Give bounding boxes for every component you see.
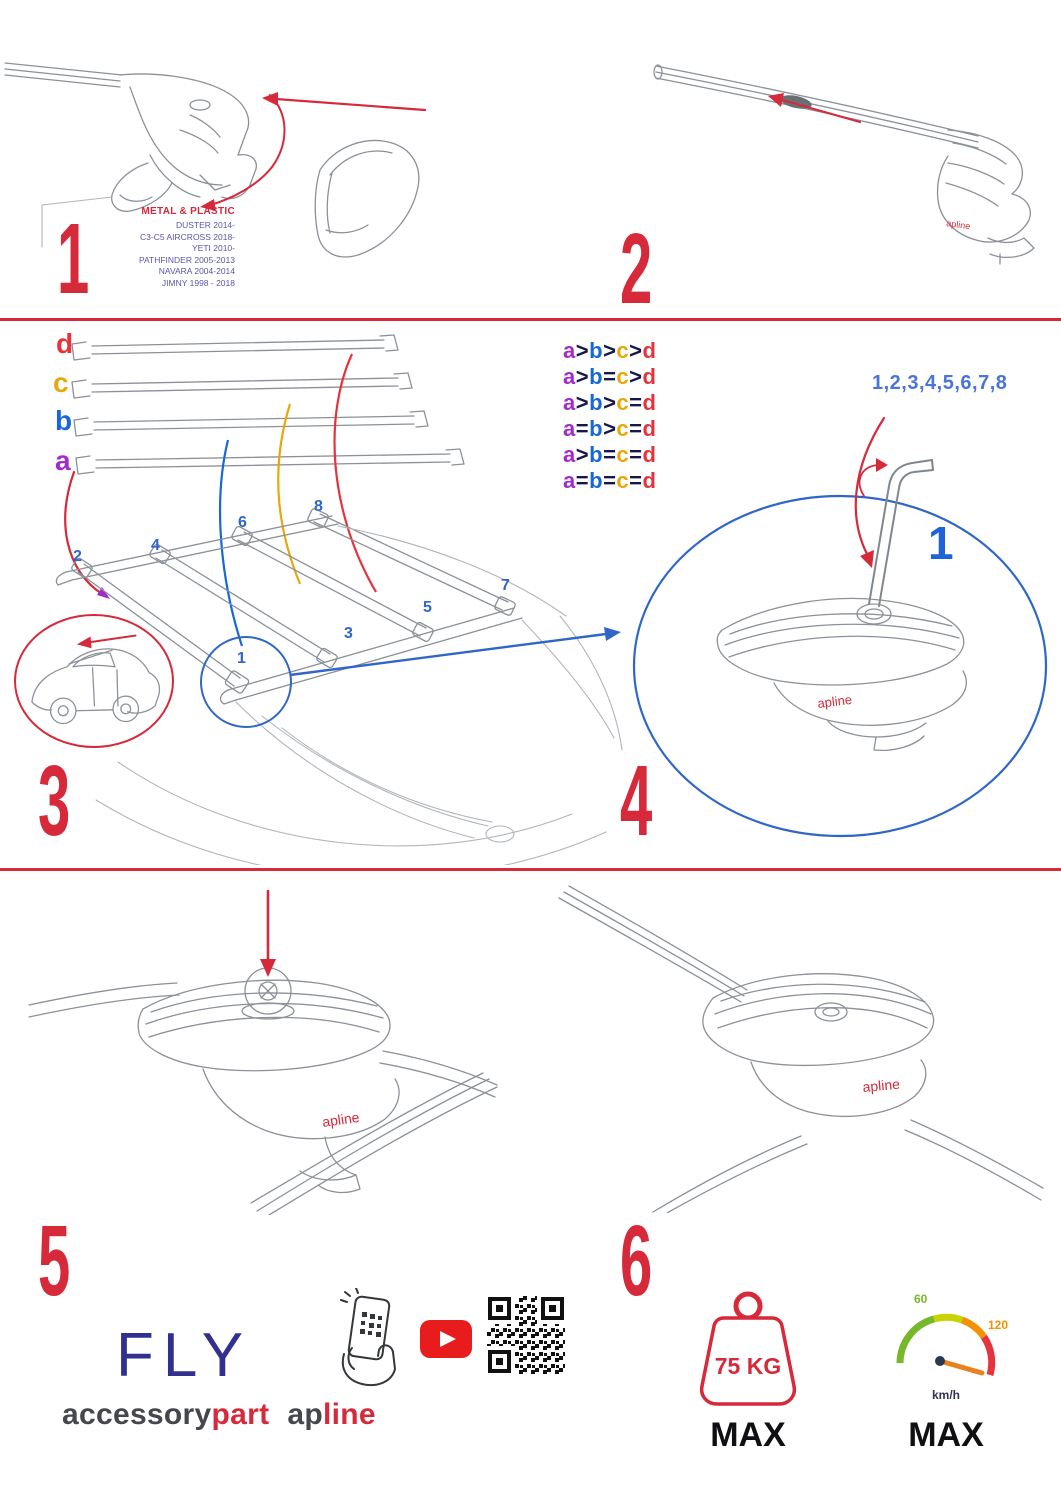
apline-logo-text: apline [946, 218, 971, 231]
section-divider [0, 868, 1061, 871]
scan-qr-phone-icon [316, 1288, 408, 1388]
apline-logo-text: apline [862, 1076, 901, 1095]
fly-logo: FLY [116, 1321, 253, 1390]
cover-press-drawing: apline [28, 889, 498, 1215]
step6-number: 6 [620, 1205, 653, 1317]
clamp-tightening-drawing: apline [632, 416, 1048, 838]
comparison-line: a>b=c=d [563, 442, 657, 467]
position-1-highlight-circle [200, 636, 292, 728]
position-number-2: 2 [73, 548, 82, 565]
size-comparison-legend: a>b>c>d a>b=c>d a>b>c=d a=b>c=d a>b=c=d … [563, 338, 656, 494]
bar-label-b: b [55, 405, 73, 436]
step4-number: 4 [620, 745, 653, 857]
model-item: C3-C5 AIRCROSS 2018- [140, 231, 235, 242]
position-number-3: 3 [344, 625, 353, 642]
weight-max-label: MAX [710, 1416, 786, 1454]
youtube-icon [420, 1320, 472, 1358]
qr-code [487, 1296, 565, 1374]
model-item: DUSTER 2014- [175, 220, 235, 230]
clamp-drawing [4, 62, 427, 258]
position-number-4: 4 [151, 537, 160, 554]
step6-mounted-illustration: apline [545, 878, 1045, 1213]
speed-low-label: 60 [914, 1292, 928, 1306]
tightening-sequence: 1,2,3,4,5,6,7,8 [872, 372, 1008, 394]
position-number-8: 8 [314, 498, 323, 515]
sequence-callout-number: 1 [928, 517, 954, 569]
position-number-6: 6 [238, 514, 247, 531]
step2-number: 2 [620, 213, 653, 325]
brand-ap: ap [287, 1398, 323, 1431]
bar-label-c: c [53, 367, 69, 398]
comparison-line: a>b=c>d [563, 364, 657, 389]
model-item: JIMNY 1998 - 2018 [161, 277, 235, 288]
model-item: NAVARA 2004-2014 [158, 266, 235, 276]
step3-number: 3 [38, 745, 71, 857]
step5-cover-illustration: apline [25, 885, 500, 1215]
model-item: YETI 2010- [192, 243, 235, 253]
comparison-line: a=b=c=d [563, 468, 657, 493]
step5-number: 5 [38, 1205, 71, 1317]
position-number-1: 1 [237, 650, 246, 667]
brand-accessory: accessory [62, 1398, 212, 1431]
speed-max-label: MAX [908, 1416, 984, 1454]
car-drawing [31, 634, 161, 725]
speed-unit-label: km/h [932, 1388, 960, 1402]
speed-high-label: 120 [988, 1318, 1008, 1332]
position-number-7: 7 [501, 577, 510, 594]
mounted-clamp-drawing: apline [558, 885, 1044, 1213]
step2-bar-illustration: apline [648, 48, 1050, 268]
step4-detail-illustration: apline [622, 368, 1058, 843]
step3-roof-illustration [0, 330, 625, 865]
bar-end-drawing: apline [653, 64, 1035, 265]
bar-label-a: a [55, 445, 71, 476]
comparison-line: a>b>c=d [563, 390, 657, 415]
step1-clamp-illustration [0, 35, 440, 270]
apline-logo-text: apline [817, 692, 853, 711]
bar-label-d: d [56, 328, 74, 359]
speed-limit-icon: 60 120 km/h [880, 1285, 1012, 1410]
roof-layout-drawing [55, 334, 623, 865]
brand-part: part [211, 1398, 270, 1431]
step1-compatibility-block: METAL & PLASTIC DUSTER 2014- C3-C5 AIRCR… [100, 206, 235, 289]
comparison-line: a>b>c>d [563, 338, 657, 363]
step1-number: 1 [57, 203, 90, 315]
position-number-5: 5 [423, 599, 432, 616]
brand-line: line [323, 1398, 376, 1431]
weight-limit-icon: 75 KG [682, 1290, 814, 1412]
zoom-circle [632, 494, 1048, 838]
comparison-line: a=b>c=d [563, 416, 657, 441]
apline-logo-text: apline [321, 1109, 360, 1130]
car-overview-inset [14, 614, 174, 748]
section-divider [0, 318, 1061, 321]
weight-value: 75 KG [715, 1353, 781, 1379]
material-label: METAL & PLASTIC [141, 206, 235, 217]
model-item: PATHFINDER 2005-2013 [138, 254, 235, 265]
